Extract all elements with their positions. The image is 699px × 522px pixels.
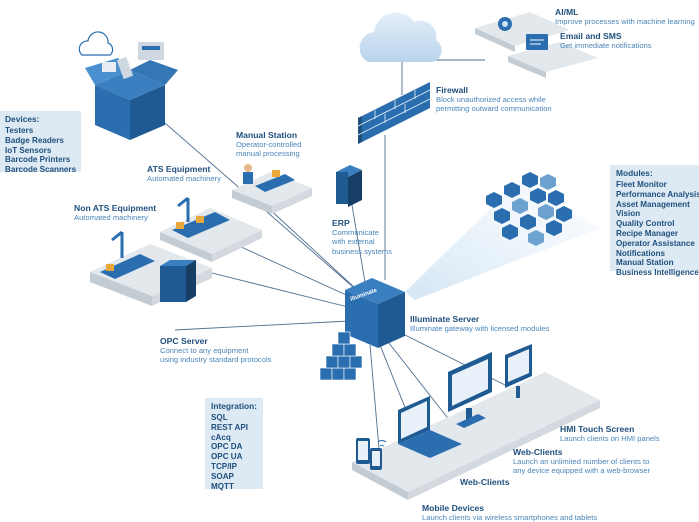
modules-item: Quality Control: [616, 219, 675, 229]
modules-item: Manual Station: [616, 258, 674, 268]
web-clients-platform-label: Web-Clients: [460, 477, 510, 487]
devices-item: Testers: [5, 126, 34, 135]
modules-item: Vision: [616, 209, 641, 219]
illuminate-server-icon: illuminate: [319, 278, 405, 381]
manual-station-label: Manual Station Operator-controlled manua…: [236, 130, 302, 159]
ai-ml-label: AI/ML Improve processes with machine lea…: [555, 7, 695, 26]
modules-item: Business Intelligence: [616, 268, 699, 278]
opc-server-label: OPC Server Connect to any equipment usin…: [160, 336, 272, 365]
devices-panel: Devices: Testers Badge Readers IoT Senso…: [0, 111, 81, 175]
laptop-icon: [398, 396, 462, 458]
ai-ml-platform: [475, 12, 570, 52]
integration-item: OPC DA: [211, 442, 243, 452]
integration-item: MQTT: [211, 481, 234, 491]
integration-item: TCP/IP: [211, 461, 238, 471]
devices-item: Badge Readers: [5, 135, 64, 145]
module-hexagons: [486, 172, 572, 246]
integration-panel: Integration: SQL REST API cAcq OPC DA OP…: [205, 398, 263, 491]
module-beam: [405, 180, 600, 300]
email-sms-label: Email and SMS Get immediate notification…: [560, 31, 652, 50]
web-client-monitor-icon: [448, 352, 492, 428]
modules-item: Asset Management: [616, 199, 690, 209]
devices-box-icon: [78, 31, 178, 140]
modules-item: Notifications: [616, 248, 666, 258]
modules-item: Performance Analysis: [616, 189, 699, 199]
web-clients-label: Web-Clients Launch an unlimited number o…: [513, 447, 651, 476]
email-platform: [508, 34, 598, 78]
integration-item: cAcq: [211, 432, 231, 442]
hmi-touch-screen-icon: [505, 344, 532, 398]
integration-item: SOAP: [211, 471, 234, 481]
integration-item: SQL: [211, 413, 228, 422]
modules-panel: Modules: Fleet Monitor Performance Analy…: [610, 165, 699, 277]
hmi-touch-screen-label: HMI Touch Screen Launch clients on HMI p…: [560, 424, 660, 443]
mobile-devices-icon: [356, 438, 387, 470]
devices-item: Barcode Printers: [5, 155, 71, 165]
cloud-icon: [359, 12, 442, 62]
ats-equipment-platform: [160, 196, 262, 262]
modules-item: Operator Assistance: [616, 238, 695, 248]
devices-item: IoT Sensors: [5, 145, 52, 155]
non-ats-equipment-platform: [90, 230, 212, 306]
mobile-devices-label: Mobile Devices Launch clients via wirele…: [422, 503, 598, 522]
ats-equipment-label: ATS Equipment Automated machinery: [147, 164, 221, 183]
client-platform: [352, 372, 600, 500]
illuminate-server-label: Illuminate Server Illuminate gateway wit…: [410, 314, 550, 333]
firewall-label: Firewall Block unauthorized access while…: [436, 85, 552, 114]
modules-item: Recipe Manager: [616, 228, 679, 238]
non-ats-equipment-label: Non ATS Equipment Automated machinery: [74, 203, 157, 222]
devices-item: Barcode Scanners: [5, 165, 77, 175]
manual-station-platform: [232, 164, 312, 214]
integration-item: REST API: [211, 422, 249, 432]
erp-server-icon: [336, 165, 362, 207]
erp-label: ERP Communicate with external business s…: [332, 218, 392, 256]
integration-item: OPC UA: [211, 452, 243, 462]
modules-item: Fleet Monitor: [616, 180, 667, 189]
firewall-icon: [357, 82, 431, 144]
